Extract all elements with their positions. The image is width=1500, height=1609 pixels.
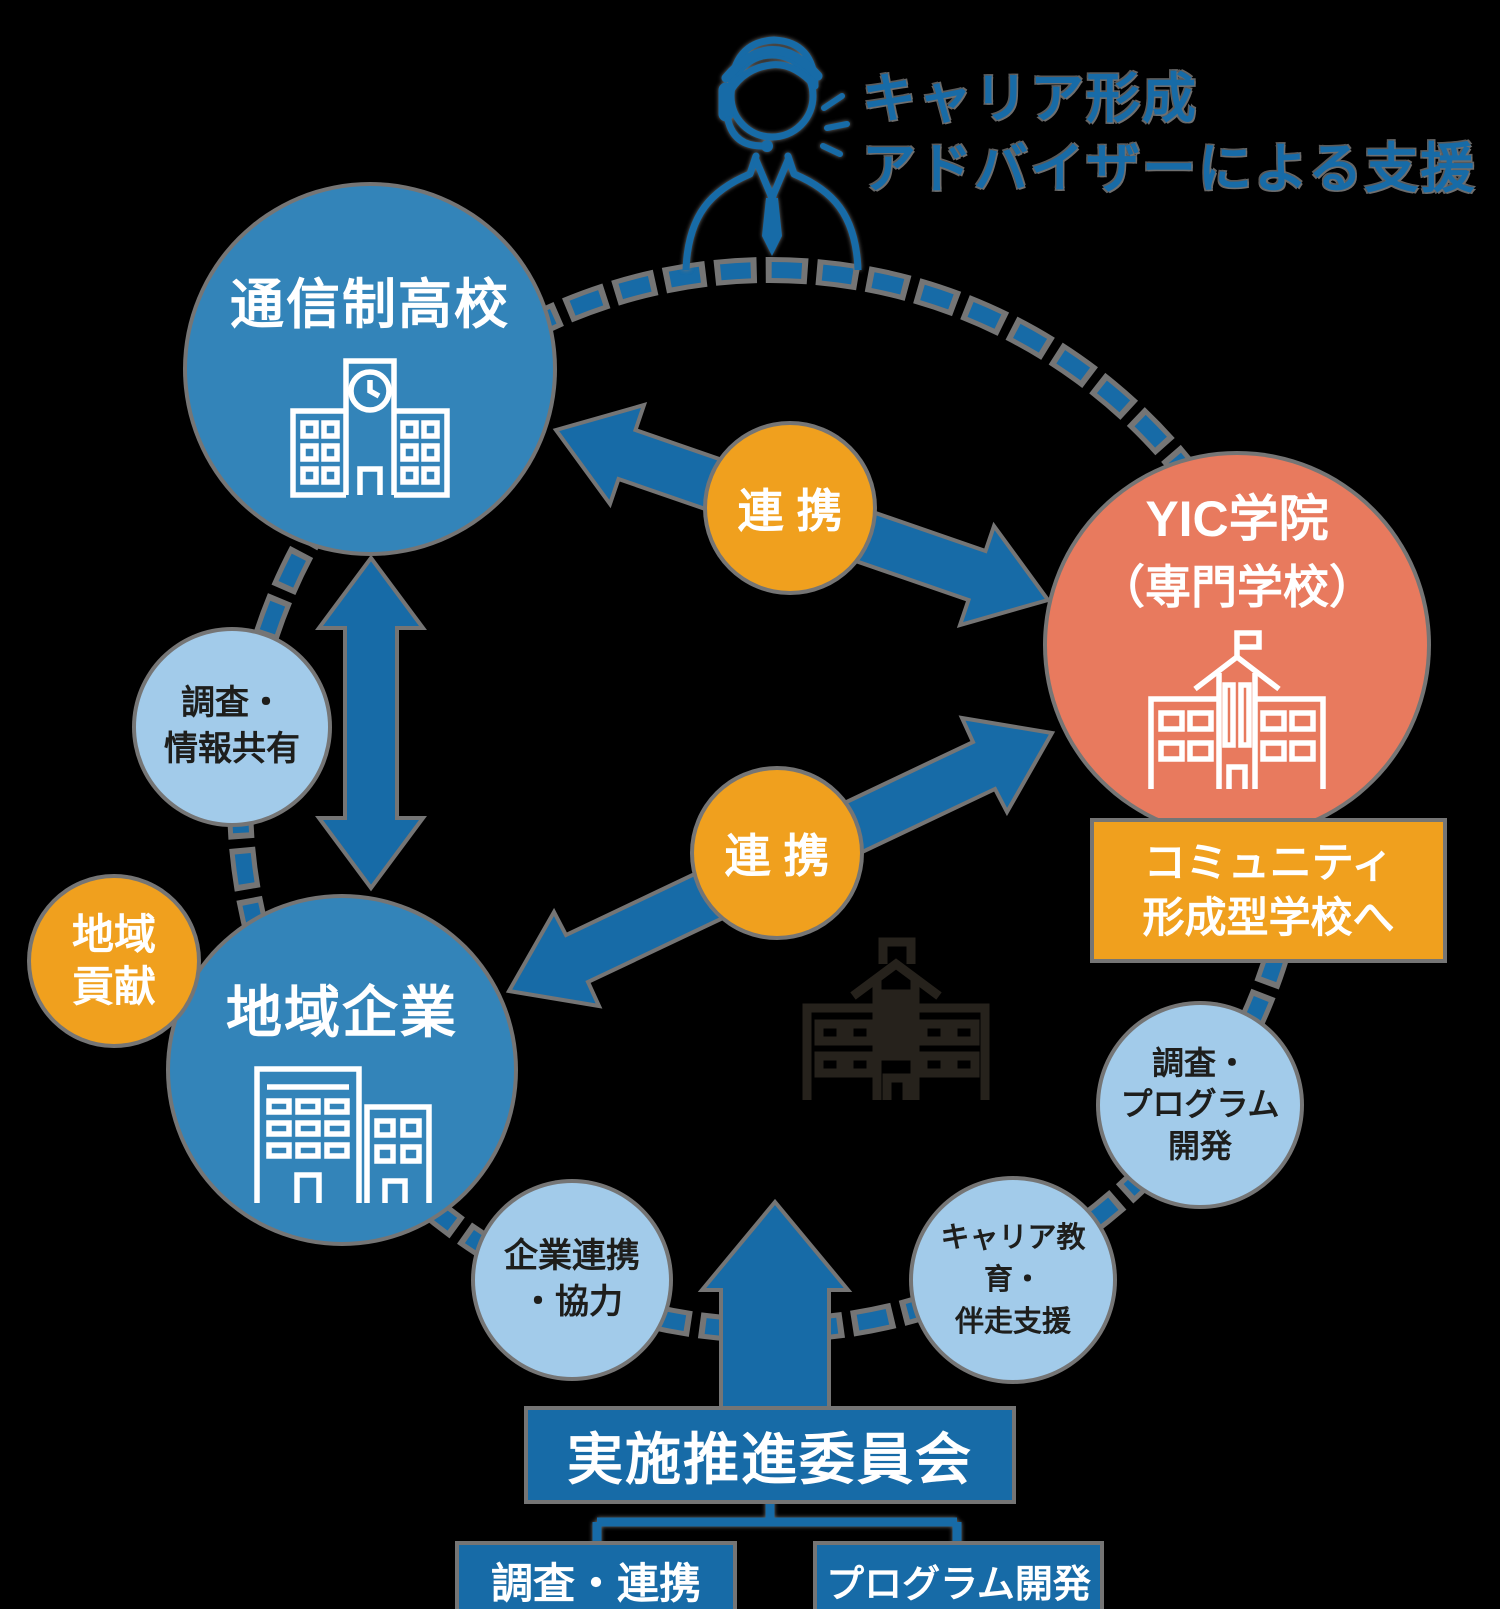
node-survey-info-sharing: 調査・ 情報共有 bbox=[136, 631, 328, 823]
survey-program-line2: プログラム bbox=[1120, 1086, 1280, 1123]
community-school-box: コミュニティ 形成型学校へ bbox=[1094, 822, 1443, 959]
career-education-line1: キャリア教育・ bbox=[940, 1221, 1086, 1296]
advisor-headset-icon bbox=[672, 8, 872, 270]
corporate-cooperation-line1: 企業連携 bbox=[504, 1237, 640, 1276]
regional-contribution-line2: 貢献 bbox=[71, 963, 156, 1010]
survey-program-line3: 開発 bbox=[1167, 1127, 1232, 1164]
cooperation-bottom-label: 連 携 bbox=[724, 830, 830, 882]
regional-companies-label: 地域企業 bbox=[226, 981, 458, 1044]
center-building-icon bbox=[802, 937, 990, 1100]
program-development-label: プログラム開発 bbox=[826, 1563, 1091, 1606]
correspondence-school-label: 通信制高校 bbox=[230, 275, 510, 335]
yic-label-line1: YIC学院 bbox=[1145, 491, 1329, 547]
node-career-education-support: キャリア教育・ 伴走支援 bbox=[913, 1180, 1113, 1380]
survey-info-line1: 調査・ bbox=[181, 684, 283, 723]
committee-label: 実施推進委員会 bbox=[567, 1427, 973, 1491]
yic-label-line2: （専門学校） bbox=[1099, 561, 1375, 613]
committee-connector bbox=[592, 1498, 962, 1545]
career-education-line2: 伴走支援 bbox=[954, 1306, 1071, 1339]
node-corporate-cooperation: 企業連携 ・協力 bbox=[475, 1183, 669, 1377]
school-building-icon bbox=[290, 358, 450, 498]
node-regional-contribution: 地域 貢献 bbox=[31, 878, 197, 1044]
node-cooperation-top: 連 携 bbox=[707, 425, 873, 591]
corporate-cooperation-line2: ・協力 bbox=[521, 1283, 623, 1321]
community-box-line2: 形成型学校へ bbox=[1142, 893, 1395, 941]
office-buildings-icon bbox=[254, 1066, 432, 1203]
college-building-icon bbox=[1148, 630, 1326, 789]
community-box-line1: コミュニティ bbox=[1143, 838, 1394, 886]
cooperation-top-label: 連 携 bbox=[737, 485, 843, 537]
regional-contribution-line1: 地域 bbox=[71, 910, 156, 958]
program-development-box: プログラム開発 bbox=[817, 1545, 1100, 1609]
survey-program-line1: 調査・ bbox=[1151, 1044, 1248, 1081]
node-survey-program-dev: 調査・ プログラム 開発 bbox=[1100, 1005, 1300, 1205]
survey-info-line2: 情報共有 bbox=[164, 730, 300, 768]
advisor-caption-line2: アドバイザーによる支援 bbox=[862, 139, 1477, 200]
survey-collaboration-box: 調査・連携 bbox=[459, 1545, 733, 1609]
arrow-committee-up bbox=[697, 1198, 853, 1414]
node-yic-college: YIC学院 （専門学校） bbox=[1047, 455, 1427, 835]
node-regional-companies: 地域企業 bbox=[170, 898, 514, 1242]
advisor-caption-line1: キャリア形成 bbox=[862, 69, 1198, 129]
arrow-school-companies bbox=[315, 554, 427, 892]
node-correspondence-school: 通信制高校 bbox=[187, 186, 553, 552]
survey-collaboration-label: 調査・連携 bbox=[490, 1559, 701, 1607]
committee-banner: 実施推進委員会 bbox=[528, 1410, 1012, 1500]
node-cooperation-bottom: 連 携 bbox=[694, 770, 860, 936]
advisor-caption: キャリア形成 アドバイザーによる支援 bbox=[862, 64, 1476, 204]
